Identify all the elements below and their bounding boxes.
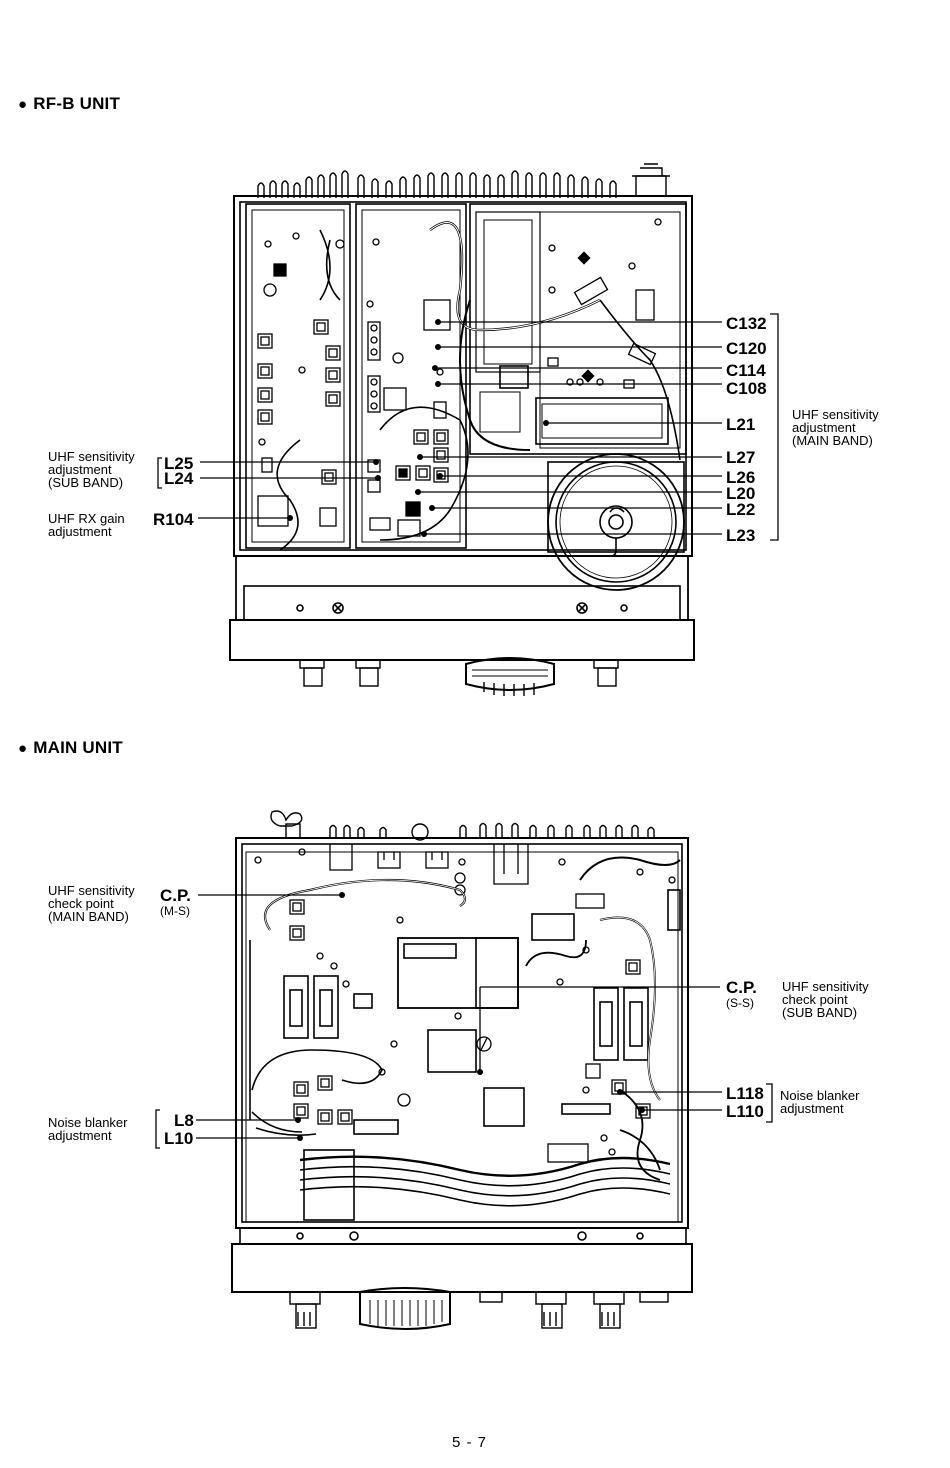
caption-line: adjustment bbox=[780, 1101, 844, 1116]
label-l20: L20 bbox=[726, 484, 756, 503]
label-cp-main-sub: (M-S) bbox=[160, 904, 190, 918]
main-unit-title: MAIN UNIT bbox=[33, 738, 123, 757]
caption-line: (MAIN BAND) bbox=[792, 433, 873, 448]
main-unit-heading: ● MAIN UNIT bbox=[18, 738, 123, 758]
caption-uhf-rx-gain: UHF RX gain adjustment bbox=[48, 512, 125, 538]
label-l22: L22 bbox=[726, 500, 756, 519]
label-c114: C114 bbox=[726, 361, 766, 380]
caption-line: check point bbox=[48, 896, 114, 911]
caption-line: UHF sensitivity bbox=[48, 449, 135, 464]
label-r104: R104 bbox=[153, 510, 194, 529]
label-c132: C132 bbox=[726, 314, 767, 333]
label-cp-sub-sub: (S-S) bbox=[726, 996, 754, 1010]
caption-line: UHF RX gain bbox=[48, 511, 125, 526]
label-l110: L110 bbox=[726, 1102, 764, 1121]
main-chassis-drawing bbox=[231, 810, 693, 1330]
label-l10: L10 bbox=[164, 1129, 194, 1148]
page-number: 5 - 7 bbox=[452, 1434, 488, 1451]
caption-line: adjustment bbox=[48, 524, 112, 539]
bullet-icon: ● bbox=[18, 96, 28, 113]
rfb-leader-lines bbox=[157, 313, 779, 541]
caption-line: UHF sensitivity bbox=[48, 883, 135, 898]
caption-line: UHF sensitivity bbox=[782, 979, 869, 994]
caption-line: Noise blanker bbox=[48, 1115, 128, 1130]
caption-uhf-sensitivity-sub-band: UHF sensitivity adjustment (SUB BAND) bbox=[48, 450, 135, 489]
caption-line: adjustment bbox=[48, 1128, 112, 1143]
caption-line: adjustment bbox=[792, 420, 856, 435]
label-l21: L21 bbox=[726, 415, 756, 434]
caption-noise-blanker-right: Noise blanker adjustment bbox=[780, 1089, 860, 1115]
rfb-unit-heading: ● RF-B UNIT bbox=[18, 94, 120, 114]
label-l24: L24 bbox=[164, 469, 194, 488]
caption-line: (SUB BAND) bbox=[48, 475, 124, 490]
caption-check-point-sub-band: UHF sensitivity check point (SUB BAND) bbox=[782, 980, 869, 1019]
label-l23: L23 bbox=[726, 526, 756, 545]
label-c120: C120 bbox=[726, 339, 767, 358]
main-leader-lines bbox=[155, 892, 773, 1149]
caption-line: (SUB BAND) bbox=[782, 1005, 858, 1020]
caption-noise-blanker-left: Noise blanker adjustment bbox=[48, 1116, 128, 1142]
label-c108: C108 bbox=[726, 379, 767, 398]
label-l26: L26 bbox=[726, 468, 756, 487]
label-l8: L8 bbox=[174, 1111, 194, 1130]
caption-check-point-main-band: UHF sensitivity check point (MAIN BAND) bbox=[48, 884, 135, 923]
label-cp-sub: C.P. bbox=[726, 978, 757, 997]
caption-line: UHF sensitivity bbox=[792, 407, 879, 422]
label-l25: L25 bbox=[164, 454, 194, 473]
bullet-icon: ● bbox=[18, 740, 28, 757]
label-l118: L118 bbox=[726, 1084, 764, 1103]
rfb-chassis-drawing bbox=[229, 163, 695, 696]
caption-uhf-sensitivity-main-band: UHF sensitivity adjustment (MAIN BAND) bbox=[792, 408, 879, 447]
caption-line: adjustment bbox=[48, 462, 112, 477]
caption-line: Noise blanker bbox=[780, 1088, 860, 1103]
caption-line: (MAIN BAND) bbox=[48, 909, 129, 924]
rfb-unit-title: RF-B UNIT bbox=[33, 94, 121, 113]
label-l27: L27 bbox=[726, 448, 756, 467]
caption-line: check point bbox=[782, 992, 848, 1007]
label-cp-main: C.P. bbox=[160, 886, 191, 905]
